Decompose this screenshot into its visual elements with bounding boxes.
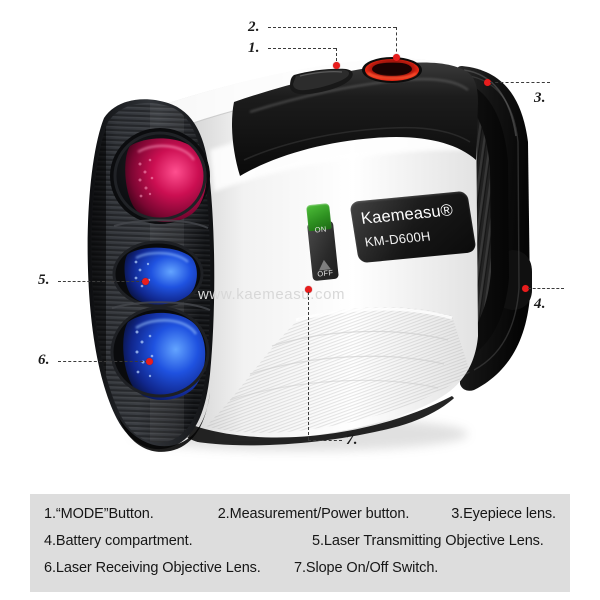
callout-dot-3 xyxy=(484,79,491,86)
callout-number-4: 4. xyxy=(534,296,546,312)
callout-leader-1-v xyxy=(336,48,337,66)
legend-item-6: 6.Laser Receiving Objective Lens. xyxy=(44,560,261,576)
brand-name: Kaemeasu® xyxy=(359,201,455,228)
product-illustration: Kaemeasu® KM-D600H ON OFF www.kaemeasu.c… xyxy=(0,0,600,480)
callout-dot-6 xyxy=(146,358,153,365)
callout-leader-2-v xyxy=(396,27,397,57)
legend-row: 4.Battery compartment. 5.Laser Transmitt… xyxy=(44,533,556,560)
callout-number-1: 1. xyxy=(248,40,260,56)
callout-leader-7-h xyxy=(308,440,342,441)
callout-leader-7-v xyxy=(308,292,309,440)
model-number: KM-D600H xyxy=(363,228,432,250)
callout-dot-1 xyxy=(333,62,340,69)
callout-number-6: 6. xyxy=(38,352,50,368)
legend-row: 1.“MODE”Button. 2.Measurement/Power butt… xyxy=(44,506,556,533)
legend-row: 6.Laser Receiving Objective Lens. 7.Slop… xyxy=(44,560,556,587)
callout-number-7: 7. xyxy=(346,432,358,448)
legend-item-2: 2.Measurement/Power button. xyxy=(217,506,410,522)
legend-item-7: 7.Slope On/Off Switch. xyxy=(294,560,439,576)
legend-panel: 1.“MODE”Button. 2.Measurement/Power butt… xyxy=(30,494,570,592)
callout-leader-5-h xyxy=(58,281,144,282)
laser-receiving-objective-lens xyxy=(110,306,210,400)
callout-dot-4 xyxy=(522,285,529,292)
callout-number-3: 3. xyxy=(534,90,546,106)
legend-item-3: 3.Eyepiece lens. xyxy=(451,506,556,522)
upper-objective-lens xyxy=(110,128,210,224)
laser-transmitting-objective-lens xyxy=(112,240,204,308)
callout-number-5: 5. xyxy=(38,272,50,288)
callout-leader-4-h xyxy=(528,288,564,289)
legend-item-1: 1.“MODE”Button. xyxy=(44,506,154,522)
rangefinder-drawing xyxy=(87,57,532,452)
callout-dot-5 xyxy=(142,278,149,285)
legend-item-4: 4.Battery compartment. xyxy=(44,533,193,549)
callout-dot-7 xyxy=(305,286,312,293)
mode-button xyxy=(290,68,353,95)
callout-leader-2-h xyxy=(268,27,396,28)
callout-leader-1-h xyxy=(268,48,336,49)
measurement-power-button xyxy=(362,57,422,83)
legend-item-5: 5.Laser Transmitting Objective Lens. xyxy=(312,533,544,549)
callout-leader-3-h xyxy=(490,82,550,83)
callout-dot-2 xyxy=(393,54,400,61)
callout-leader-6-h xyxy=(58,361,148,362)
callout-number-2: 2. xyxy=(248,19,260,35)
brand-plate: Kaemeasu® KM-D600H xyxy=(349,190,477,264)
